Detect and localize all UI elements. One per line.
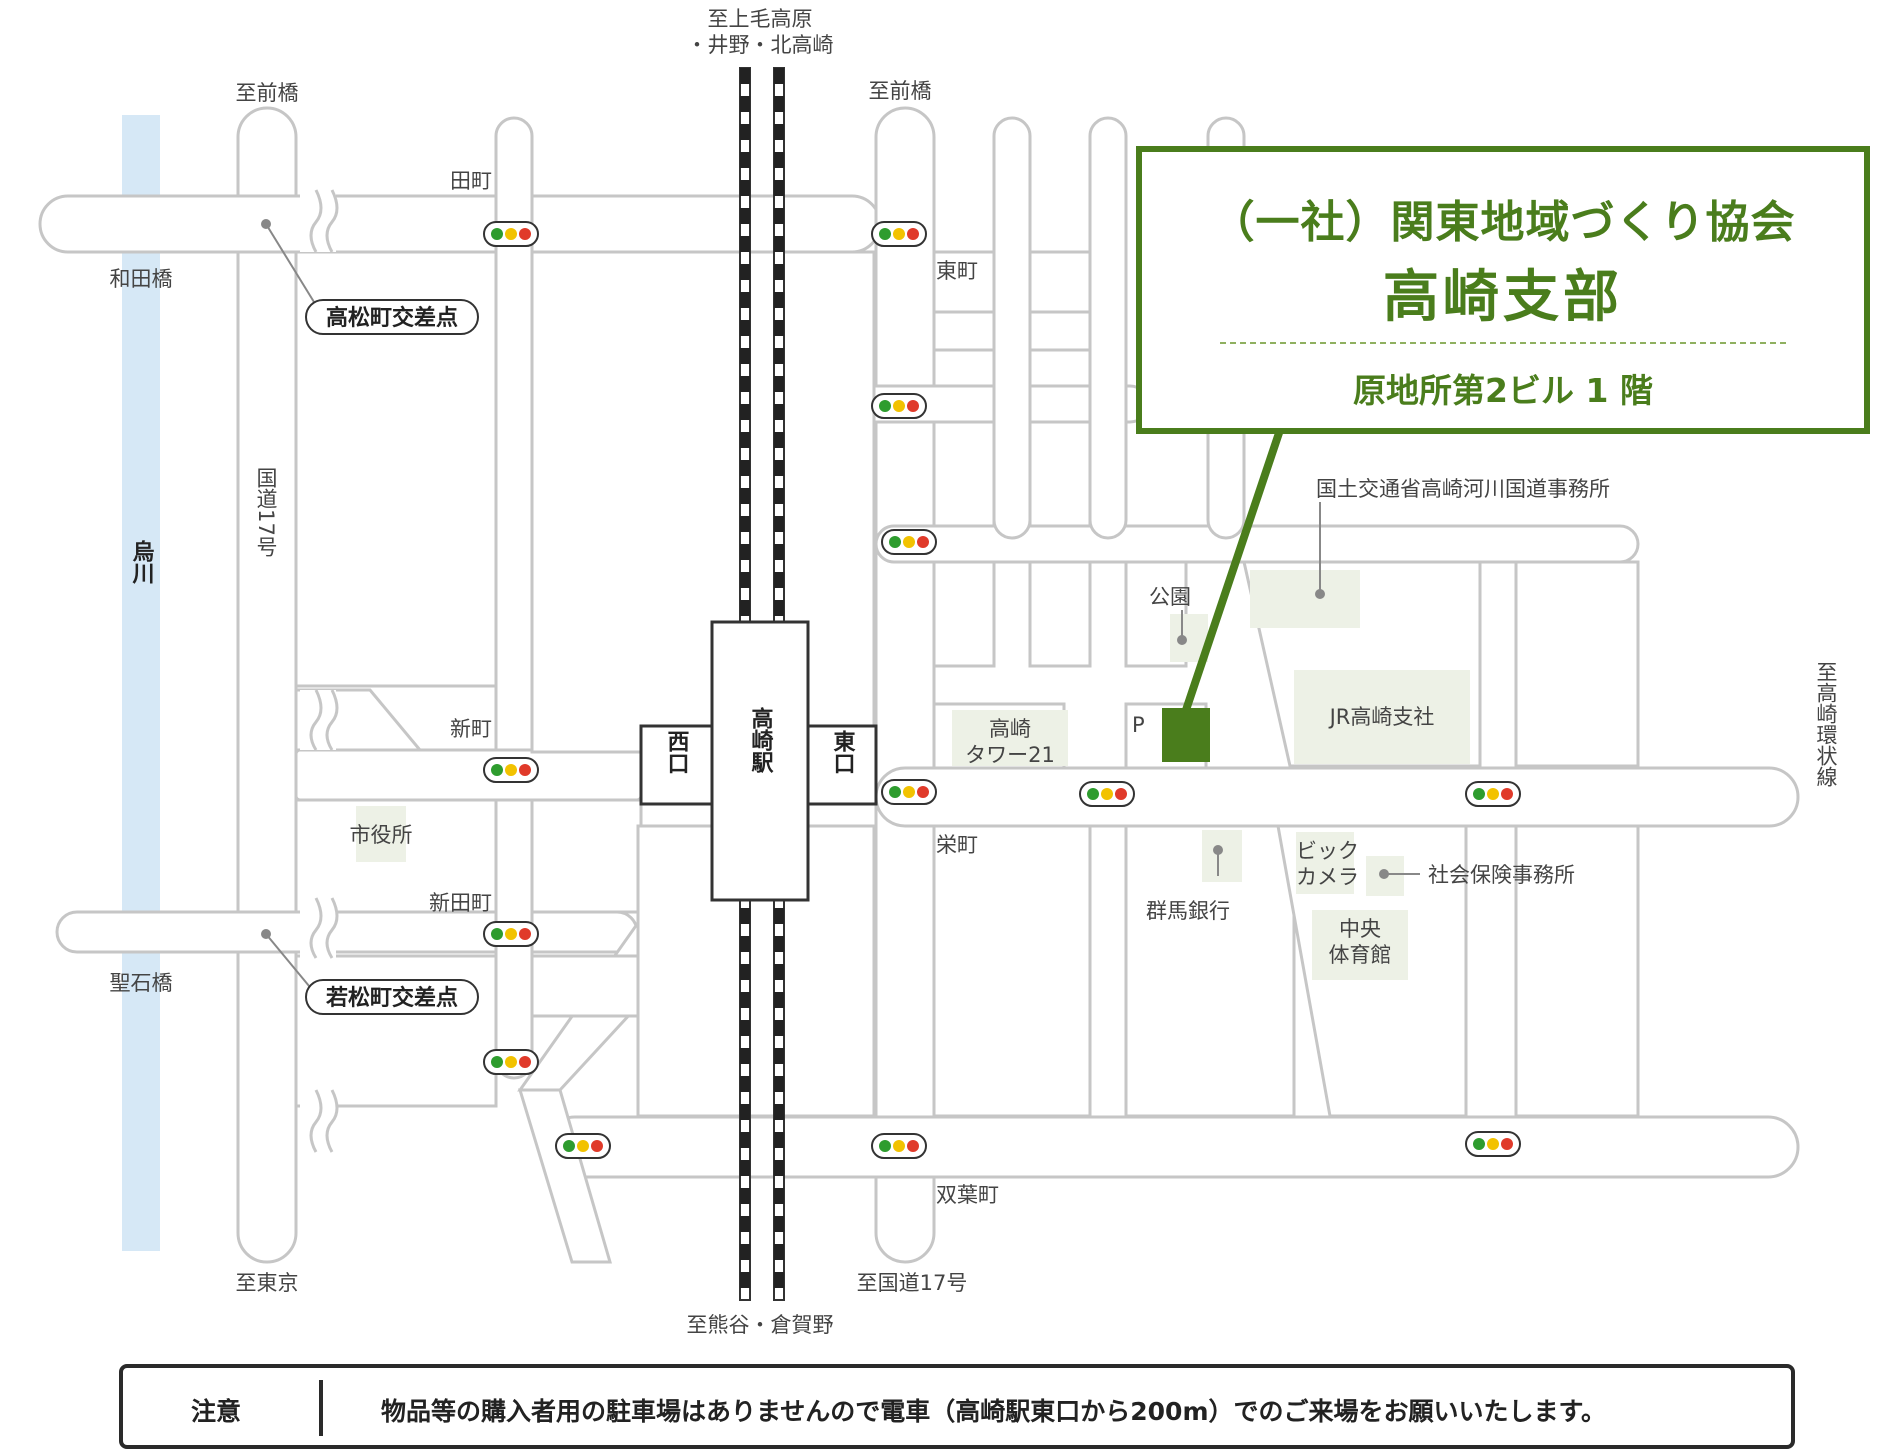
office-callout: （一社）関東地域づくり協会 高崎支部 原地所第2ビル 1 階 xyxy=(1136,146,1870,434)
town-sakaecho: 栄町 xyxy=(936,833,978,857)
landmark-gym-2: 体育館 xyxy=(1329,943,1392,967)
dir-maebashi-west: 至前橋 xyxy=(236,81,299,105)
dir-maebashi-east: 至前橋 xyxy=(869,79,932,103)
takasaki-station: 高崎駅 西口 東口 xyxy=(639,620,878,902)
notice-separator xyxy=(319,1380,323,1436)
signal-icon xyxy=(483,1049,539,1075)
landmark-park: 公園 xyxy=(1149,585,1191,609)
town-azumacho: 東町 xyxy=(936,259,978,283)
dir-north-rail-1: 至上毛高原 xyxy=(708,7,813,31)
landmark-jr-branch: JR高崎支社 xyxy=(1328,705,1435,729)
east-exit-label: 東口 xyxy=(830,730,856,774)
signal-icon xyxy=(483,757,539,783)
west-exit-label: 西口 xyxy=(664,730,690,774)
town-shintamachi: 新田町 xyxy=(429,891,492,915)
intersection-pills xyxy=(305,299,479,1015)
office-divider xyxy=(1220,342,1786,344)
river xyxy=(122,115,160,1251)
office-org-name: （一社）関東地域づくり協会 xyxy=(1210,197,1796,248)
station-name: 高崎駅 xyxy=(748,706,774,774)
dir-south-rail: 至熊谷・倉賀野 xyxy=(687,1313,834,1337)
dir-north-rail-2: ・井野・北高崎 xyxy=(687,33,834,57)
town-futabacho: 双葉町 xyxy=(936,1183,999,1207)
landmark-tower-1: 高崎 xyxy=(989,717,1031,741)
landmark-tower-2: タワー21 xyxy=(965,743,1055,767)
parking-label: P xyxy=(1132,713,1145,737)
route17-label: 国道17号 xyxy=(254,467,278,557)
office-branch-name: 高崎支部 xyxy=(1383,265,1623,330)
dir-tokyo: 至東京 xyxy=(236,1271,299,1295)
intersection-wakamatsu: 若松町交差点 xyxy=(326,985,458,1011)
landmark-bic-1: ビック xyxy=(1296,839,1359,863)
signal-icon xyxy=(881,529,937,555)
signal-icon xyxy=(1465,781,1521,807)
bridge-hijiri: 聖石橋 xyxy=(110,971,173,995)
landmark-bic-2: カメラ xyxy=(1296,865,1359,889)
town-shinmachi: 新町 xyxy=(450,717,492,741)
office-leader-line xyxy=(1182,428,1284,712)
landmark-social-insurance: 社会保険事務所 xyxy=(1428,863,1575,887)
town-tamachi: 田町 xyxy=(450,169,492,193)
notice-box: 注意 物品等の購入者用の駐車場はありませんので電車（高崎駅東口から200m）での… xyxy=(119,1364,1795,1449)
signal-icon xyxy=(871,1133,927,1159)
landmark-mlit: 国土交通省高崎河川国道事務所 xyxy=(1316,477,1610,501)
signal-icon xyxy=(483,921,539,947)
landmark-gym-1: 中央 xyxy=(1339,917,1381,941)
dir-route17: 至国道17号 xyxy=(857,1271,968,1295)
signal-icon xyxy=(483,221,539,247)
office-location-marker xyxy=(1162,708,1210,762)
road-break-marks xyxy=(300,186,339,1156)
landmark-areas xyxy=(356,570,1470,980)
traffic-signals xyxy=(483,221,1521,1159)
intersection-takamatsu: 高松町交差点 xyxy=(326,305,458,331)
signal-icon xyxy=(871,393,927,419)
office-floor: 原地所第2ビル 1 階 xyxy=(1353,371,1653,410)
notice-label: 注意 xyxy=(191,1397,242,1426)
leader-lines xyxy=(261,219,1420,993)
signal-icon xyxy=(871,221,927,247)
signal-icon xyxy=(555,1133,611,1159)
signal-icon xyxy=(1079,781,1135,807)
signal-icon xyxy=(1465,1131,1521,1157)
bridge-wada: 和田橋 xyxy=(110,267,173,291)
river-name: 烏川 xyxy=(129,539,156,584)
landmark-city-hall: 市役所 xyxy=(350,823,413,847)
signal-icon xyxy=(881,779,937,805)
dir-ring-road: 至高崎環状線 xyxy=(1814,661,1838,787)
notice-text: 物品等の購入者用の駐車場はありませんので電車（高崎駅東口から200m）でのご来場… xyxy=(381,1397,1606,1426)
landmark-gunma-bank: 群馬銀行 xyxy=(1146,899,1230,923)
